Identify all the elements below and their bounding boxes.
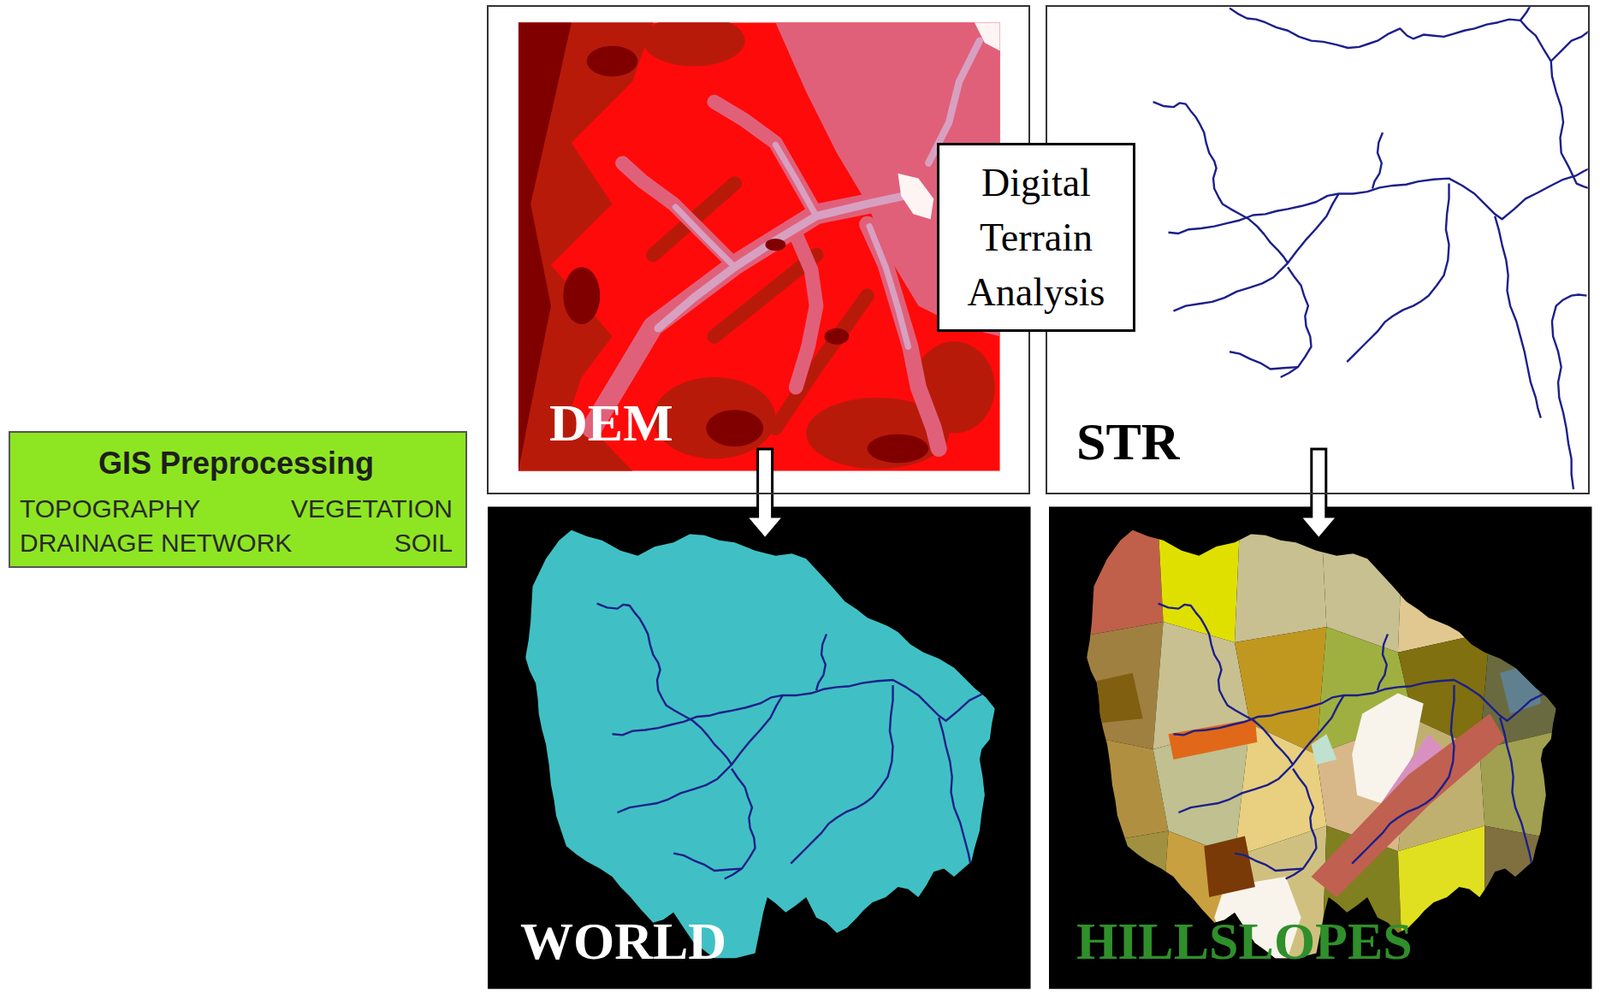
dem-map-part-part	[675, 207, 735, 267]
world-ground	[487, 506, 1031, 990]
hillslopes-map-part-part-part	[1484, 525, 1566, 643]
hillslopes-map-part-part-part	[1086, 673, 1144, 725]
category-label: SOIL	[394, 528, 453, 558]
dem-map-part-part	[714, 101, 817, 214]
hillslopes-map-part-part-part	[1168, 718, 1258, 760]
hillslopes-map	[1076, 506, 1595, 991]
dem-map-part	[764, 238, 786, 251]
dem-map-part	[867, 434, 930, 463]
dem-map-part	[897, 173, 934, 220]
dem-map	[518, 22, 1001, 471]
dem-map-part	[586, 46, 639, 78]
dem-map-part-part	[775, 144, 817, 216]
hillslopes-map-part-part-part	[1499, 663, 1541, 715]
hillslopes-map-part-part-part	[1076, 622, 1163, 750]
panel-label: HILLSLOPES	[1076, 914, 1413, 968]
dem-map-part-part	[867, 224, 939, 449]
dem-map-part	[974, 22, 1001, 51]
world-panel: WORLD	[487, 507, 1031, 990]
hillslopes-map-part-part-part	[1310, 713, 1506, 898]
dem-map-part-part	[592, 193, 919, 428]
hillslopes-panel: HILLSLOPES	[1048, 507, 1592, 990]
dem-map-part-part	[795, 234, 817, 388]
gis-box: GIS PreprocessingTOPOGRAPHY VEGETATION DRA…	[8, 431, 468, 569]
hillslopes-map-part-part-part	[1398, 525, 1490, 653]
hillslopes-map-part-part-part	[1484, 826, 1566, 980]
dem-map-part	[642, 22, 745, 66]
category-label: TOPOGRAPHY	[19, 494, 201, 524]
dem-map-part	[705, 409, 764, 447]
category-label: VEGETATION	[290, 494, 453, 524]
panel-label: WORLD	[520, 914, 727, 968]
watershed	[509, 506, 1034, 991]
category-label: DRAINAGE NETWORK	[19, 528, 292, 558]
hillslopes-map-part-part-part	[1310, 734, 1337, 765]
hillslopes-map-part	[1076, 506, 1595, 991]
box-title: GIS Preprocessing	[19, 446, 453, 481]
dem-map-part-part	[869, 226, 908, 348]
stream-network-part	[1153, 6, 1589, 490]
panel-label: DEM	[549, 396, 674, 450]
dem-map-part	[592, 41, 980, 450]
dem-map-part	[562, 266, 600, 325]
dem-map-part	[518, 22, 1001, 471]
hillslopes-ground	[1048, 506, 1592, 990]
stream-network	[1153, 6, 1589, 490]
text-row: DRAINAGE NETWORK SOIL	[19, 528, 453, 558]
watershed-part	[509, 509, 1020, 979]
hillslopes-map-part-part-part	[1203, 835, 1256, 898]
hillslopes-map-part-part	[1076, 525, 1566, 979]
dem-map-part	[824, 328, 850, 345]
hillslopes-map-part-part-part	[1076, 525, 1163, 638]
process-box: Digital Terrain Analysis	[936, 142, 1136, 332]
text-row: TOPOGRAPHY VEGETATION	[19, 494, 453, 524]
panel-label: STR	[1076, 414, 1180, 469]
hillslopes-map-part-part-part	[1234, 525, 1327, 643]
process-label: Digital Terrain Analysis	[946, 155, 1126, 320]
